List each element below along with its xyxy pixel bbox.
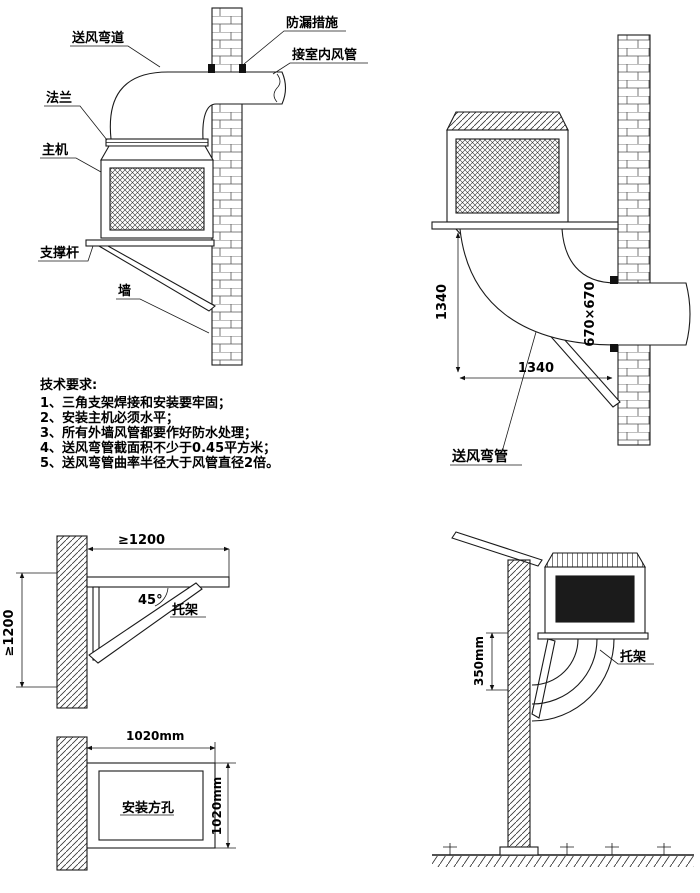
angle-arc: [154, 587, 169, 607]
leader-main-unit: [40, 157, 102, 173]
hole-frame-inner: [98, 770, 204, 841]
leak-seal-left: [208, 64, 215, 73]
tech-requirements: 技术要求: 1、三角支架焊接和安装要牢固； 2、安装主机必须水平； 3、所有外墙…: [40, 377, 279, 471]
label-leak-prevention: 防漏措施: [286, 15, 338, 31]
wall: [211, 7, 243, 366]
hole-detail-diagram: 安装方孔 1020mm 1020mm: [56, 729, 236, 871]
bend-duct-middle: [531, 638, 598, 705]
tech-item-1: 1、三角支架焊接和安装要牢固；: [40, 395, 231, 411]
label-duct-bend: 送风弯道: [71, 30, 124, 46]
ground-hatch: [432, 856, 694, 867]
unit-front-panel-pole: [555, 575, 635, 623]
unit-mesh-panel: [109, 167, 205, 231]
dim-350mm: 350mm: [472, 636, 486, 686]
duct-seal-bottom: [610, 344, 618, 352]
duct-break-line: [273, 73, 281, 103]
leader-flange: [44, 105, 108, 141]
front-view-diagram: 送风弯道 防漏措施 接室内风管 法兰 主机 支撑杆 墙: [38, 7, 368, 366]
label-wall: 墙: [118, 283, 131, 299]
label-bracket-pole: 托架: [620, 649, 646, 665]
tech-item-4: 4、送风弯管截面积不少于0.45平方米；: [40, 440, 276, 456]
tech-item-5: 5、送风弯管曲率半径大于风管直径2倍。: [40, 455, 279, 471]
wall-bracket-detail: [56, 535, 88, 709]
leak-seal-right: [239, 64, 246, 73]
dim-bracket-horizontal: ≥1200: [118, 533, 165, 548]
support-bar: [85, 239, 215, 247]
label-indoor-duct: 接室内风管: [292, 47, 357, 63]
bend-duct-outer: [531, 638, 615, 722]
leader-leak-prevention: [243, 30, 346, 65]
hole-frame-outer: [86, 762, 216, 849]
pole-cap: [451, 531, 543, 567]
pole-shelf: [537, 632, 649, 640]
bend-duct-inner: [531, 638, 579, 686]
unit-lid-side: [446, 111, 569, 131]
pole: [507, 559, 531, 856]
dim-hole-horizontal: 1020mm: [126, 729, 184, 743]
leader-indoor-duct: [272, 62, 368, 75]
bracket-brace: [88, 582, 203, 664]
dim-horizontal-1340: 1340: [518, 361, 554, 376]
leader-bend-duct: [450, 331, 537, 466]
label-support-rod: 支撑杆: [39, 245, 79, 261]
tech-item-2: 2、安装主机必须水平；: [40, 410, 179, 426]
duct-seal-top: [610, 276, 618, 284]
angle-45: 45°: [138, 593, 163, 608]
shelf: [431, 221, 619, 230]
tech-title: 技术要求:: [40, 377, 97, 393]
pole-base-plate: [499, 846, 539, 856]
leader-duct-bend: [70, 45, 161, 68]
supply-duct-bend: [109, 71, 287, 140]
dim-bracket-vertical: ≥1200: [2, 609, 17, 656]
label-mounting-hole: 安装方孔: [122, 800, 174, 816]
dim-hole-vertical: 1020mm: [210, 777, 224, 835]
tech-item-3: 3、所有外墙风管都要作好防水处理；: [40, 425, 257, 441]
leader-wall: [116, 298, 210, 334]
bend-duct: [459, 228, 691, 346]
label-flange: 法兰: [46, 90, 72, 106]
dim-duct-section: 670×670: [583, 281, 598, 346]
bracket-shelf: [86, 576, 230, 588]
dim-vertical-1340: 1340: [435, 284, 450, 320]
leader-bracket-pole: [599, 649, 654, 665]
unit-lid-pole: [544, 552, 646, 568]
label-bend-duct: 送风弯管: [451, 448, 508, 465]
pole-mount-diagram: 托架 350mm: [432, 531, 694, 867]
wall-hole-detail: [56, 736, 88, 871]
unit-lid: [100, 145, 214, 161]
label-bracket: 托架: [172, 602, 198, 618]
unit-mesh-panel-side: [455, 138, 560, 214]
leader-support-rod: [38, 245, 94, 262]
bracket-detail-diagram: ≥1200 45° 托架 ≥1200: [2, 533, 230, 709]
label-main-unit: 主机: [42, 142, 68, 158]
pole-brace: [531, 638, 556, 719]
anchor-bolts: [443, 843, 671, 855]
support-brace: [96, 245, 216, 312]
wall-side: [617, 34, 651, 446]
side-view-diagram: 670×670 1340 1340 送风弯管: [431, 34, 691, 466]
